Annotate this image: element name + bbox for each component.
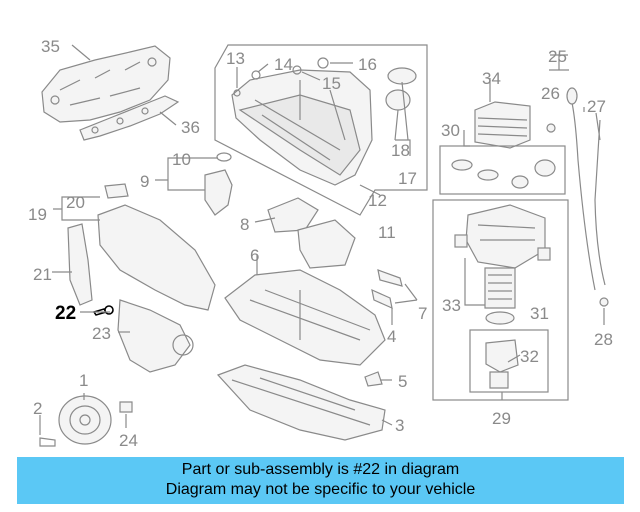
- banner-line-1: Part or sub-assembly is #22 in diagram: [181, 461, 460, 478]
- callout-21: 21: [33, 265, 52, 284]
- leader-lines: [39, 44, 605, 435]
- gasket-kit-box: [439, 145, 566, 195]
- callout-33: 33: [442, 296, 461, 315]
- info-banner: Part or sub-assembly is #22 in diagram D…: [17, 457, 624, 504]
- callout-26: 26: [541, 84, 560, 103]
- pump-assembly: [204, 152, 319, 233]
- callout-18: 18: [391, 141, 410, 160]
- callout-9: 9: [140, 172, 149, 191]
- callout-27: 27: [587, 97, 606, 116]
- callout-14: 14: [274, 55, 293, 74]
- callout-23: 23: [92, 324, 111, 343]
- callout-35: 35: [41, 37, 60, 56]
- callout-16: 16: [358, 55, 377, 74]
- lower-oil-pan: [216, 364, 386, 441]
- callout-10: 10: [172, 150, 191, 169]
- callout-7: 7: [418, 304, 427, 323]
- callout-28: 28: [594, 330, 613, 349]
- timing-cover: [67, 183, 216, 373]
- callout-36: 36: [181, 118, 200, 137]
- callout-32: 32: [520, 347, 539, 366]
- bolt-24: [119, 401, 133, 413]
- callout-5: 5: [398, 372, 407, 391]
- callout-30: 30: [441, 121, 460, 140]
- callout-25: 25: [548, 47, 567, 66]
- callout-24: 24: [119, 431, 138, 450]
- callout-1: 1: [79, 371, 88, 390]
- callout-2: 2: [33, 399, 42, 418]
- callout-34: 34: [482, 69, 501, 88]
- dipstick: [546, 54, 609, 307]
- upper-oil-pan: [224, 219, 403, 366]
- callout-17: 17: [398, 169, 417, 188]
- banner-line-2: Diagram may not be specific to your vehi…: [165, 481, 476, 498]
- callout-15: 15: [322, 74, 341, 93]
- callout-8: 8: [240, 215, 249, 234]
- callout-labels: 1 2 3 4 5 6 7 8 9 10 11 12 13 14 15 16 1…: [28, 37, 613, 450]
- callout-3: 3: [395, 416, 404, 435]
- intake-manifold: [41, 45, 171, 123]
- oil-cooler: [474, 101, 531, 149]
- manifold-gasket: [79, 95, 180, 141]
- callout-31: 31: [530, 304, 549, 323]
- callout-11: 11: [378, 223, 396, 242]
- callout-6: 6: [250, 246, 259, 265]
- part-22-highlighted: [92, 305, 114, 316]
- oil-filter-housing-group: [432, 199, 569, 401]
- callout-4: 4: [387, 327, 396, 346]
- crankshaft-pulley: [39, 395, 112, 447]
- callout-12: 12: [368, 191, 387, 210]
- callout-13: 13: [226, 49, 245, 68]
- callout-22: 22: [55, 303, 76, 324]
- callout-29: 29: [492, 409, 511, 428]
- callout-20: 20: [66, 193, 85, 212]
- callout-19: 19: [28, 205, 47, 224]
- parts-diagram: 1 2 3 4 5 6 7 8 9 10 11 12 13 14 15 16 1…: [28, 37, 613, 450]
- valve-cover-group: [214, 44, 428, 216]
